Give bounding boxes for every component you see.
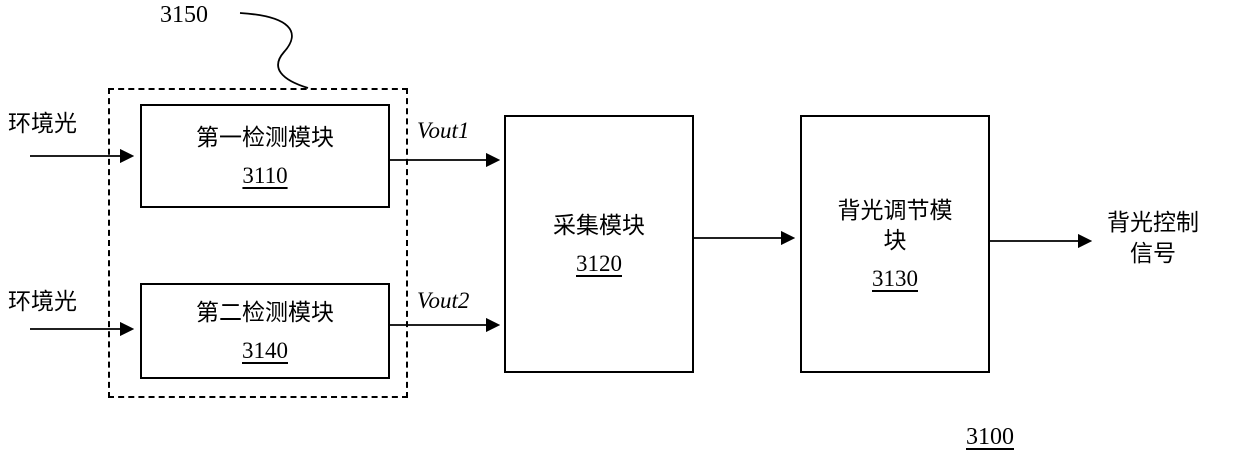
vout1-label: Vout1: [417, 118, 470, 143]
ambient-light-label-top: 环境光: [8, 111, 77, 136]
block-first-detection-ref: 3110: [242, 162, 288, 188]
block-collection-ref: 3120: [576, 250, 622, 276]
output-signal-label: 背光控制信号: [1107, 210, 1199, 267]
group-ref-label: 3150: [160, 2, 208, 28]
detection-group-box: [108, 88, 408, 398]
block-collection-title: 采集模块: [553, 213, 645, 239]
block-backlight-adjustment-ref: 3130: [872, 265, 918, 291]
block-backlight-adjustment: 背光调节模块 3130: [800, 115, 990, 373]
block-collection: 采集模块 3120: [504, 115, 694, 373]
ambient-light-label-bottom: 环境光: [8, 289, 77, 314]
block-first-detection-title: 第一检测模块: [196, 125, 334, 151]
leader-curve-3150: [239, 12, 309, 89]
vout2-label: Vout2: [417, 288, 470, 313]
block-second-detection-ref: 3140: [242, 337, 288, 363]
block-second-detection: 第二检测模块 3140: [140, 283, 390, 379]
block-second-detection-title: 第二检测模块: [196, 300, 334, 326]
figure-ref-label: 3100: [966, 424, 1014, 450]
block-backlight-adjustment-title: 背光调节模块: [837, 198, 953, 253]
block-first-detection: 第一检测模块 3110: [140, 104, 390, 208]
